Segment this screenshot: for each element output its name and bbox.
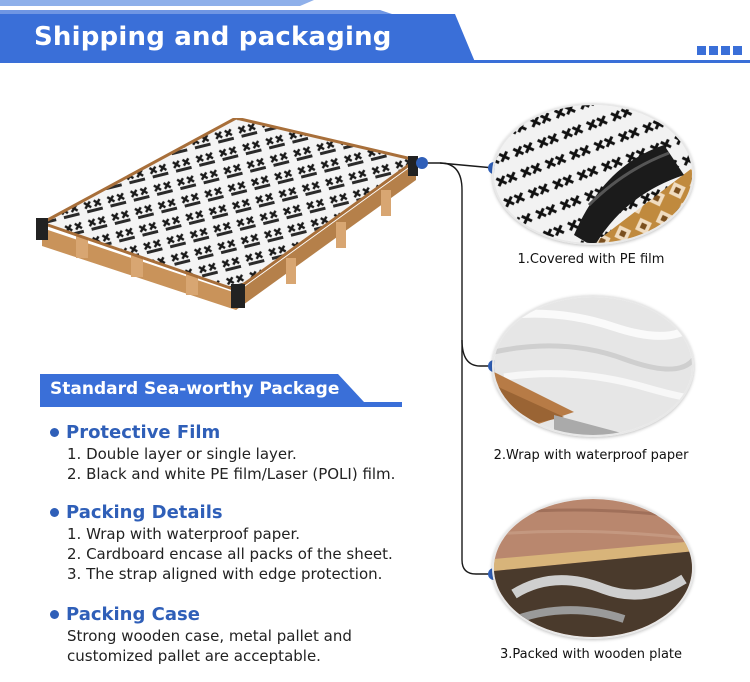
bullet-icon [50,427,59,437]
header-dots [697,46,742,55]
section-title: Standard Sea-worthy Package [50,379,340,399]
bullet-icon [50,609,59,619]
heading-label: Protective Film [66,421,221,443]
header-banner [0,0,475,62]
packing-case-heading: Packing Case [50,602,352,626]
photo-1-caption: 1.Covered with PE film [517,252,665,267]
wooden-plate-photo [492,497,694,639]
list-item: 1. Double layer or single layer. [67,445,297,463]
photo-3-caption: 3.Packed with wooden plate [499,647,683,662]
list-item: customized pallet are acceptable. [67,647,321,665]
protective-film-block: Protective Film 1. Double layer or singl… [50,420,395,484]
section-banner [40,374,402,407]
protective-film-heading: Protective Film [50,420,395,444]
packing-case-block: Packing Case Strong wooden case, metal p… [50,602,352,666]
header-divider [0,60,750,63]
list-item: 3. The strap aligned with edge protectio… [67,565,383,583]
photo-2-caption: 2.Wrap with waterproof paper [493,448,689,463]
list-item: 2. Black and white PE film/Laser (POLI) … [67,465,396,483]
packing-details-block: Packing Details 1. Wrap with waterproof … [50,500,393,584]
list-item: Strong wooden case, metal pallet and [67,627,352,645]
bullet-icon [50,507,59,517]
list-item: 2. Cardboard encase all packs of the she… [67,545,393,563]
packaged-board-image [36,118,420,310]
pe-film-photo [492,103,694,245]
list-item: 1. Wrap with waterproof paper. [67,525,300,543]
packing-details-heading: Packing Details [50,500,393,524]
heading-label: Packing Details [66,501,223,523]
page-title: Shipping and packaging [34,22,392,52]
waterproof-paper-photo [492,295,694,437]
heading-label: Packing Case [66,603,200,625]
